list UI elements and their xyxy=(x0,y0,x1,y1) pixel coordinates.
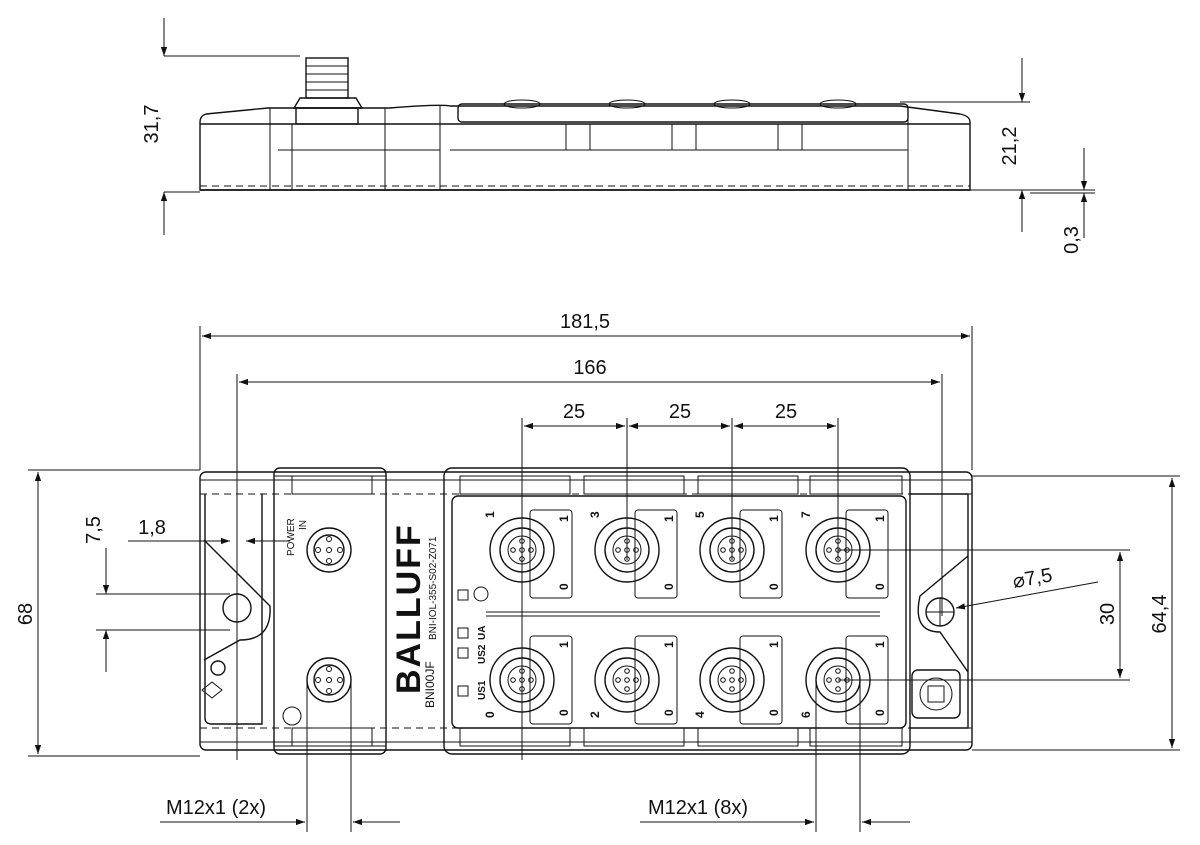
dim-body-height: 21,2 xyxy=(999,127,1021,166)
port-number-2: 2 xyxy=(588,711,602,718)
port-connectors-top xyxy=(489,509,889,599)
led-ua xyxy=(457,627,469,639)
dim-hole-offset: 7,5 xyxy=(83,516,105,544)
thread-label-ports: M12x1 (8x) xyxy=(648,797,748,819)
led-us1-label: US1 xyxy=(477,680,488,700)
dim-overall-height: 31,7 xyxy=(141,105,163,144)
port-number-4: 4 xyxy=(693,711,707,718)
pin-label: 0 xyxy=(557,709,571,716)
port-number-3: 3 xyxy=(588,511,602,518)
pin-label: 1 xyxy=(767,641,781,648)
pin-label: 0 xyxy=(767,583,781,590)
port-number-6: 6 xyxy=(799,711,813,718)
pin-label: 0 xyxy=(557,583,571,590)
power-label-line1: POWER xyxy=(286,518,297,556)
dim-edge-offset: 1,8 xyxy=(138,517,166,539)
port-4 xyxy=(699,635,783,725)
led-top xyxy=(457,589,469,601)
dim-hole-diameter: ⌀7,5 xyxy=(1011,564,1054,593)
pin-label: 1 xyxy=(873,515,887,522)
dim-mounting-distance: 166 xyxy=(573,357,606,379)
side-view: 31,7 21,2 0,3 xyxy=(141,18,1095,254)
ground-symbol-ports xyxy=(473,586,489,602)
pin-label: 1 xyxy=(662,515,676,522)
ground-symbol-left xyxy=(282,706,302,726)
dim-pitch-1: 25 xyxy=(563,401,585,423)
model-label: BNI00JF xyxy=(423,661,437,708)
port-section: UA US2 US1 xyxy=(443,467,911,755)
right-mounting-ear xyxy=(910,493,969,729)
pin-label: 1 xyxy=(767,515,781,522)
led-ua-label: UA xyxy=(477,626,488,640)
dim-pitch-3: 25 xyxy=(775,401,797,423)
port-number-7: 7 xyxy=(799,511,813,518)
rotary-switch xyxy=(911,669,961,719)
port-2 xyxy=(594,635,678,725)
part-number-label: BNI-IOL-355-S02-Z071 xyxy=(428,536,439,640)
dim-overall-length: 181,5 xyxy=(560,311,610,333)
top-view: POWER IN xyxy=(15,311,1180,832)
pin-label: 1 xyxy=(873,641,887,648)
dim-offset: 0,3 xyxy=(1061,226,1083,254)
pin-label: 0 xyxy=(873,709,887,716)
power-in-connector xyxy=(306,527,352,573)
top-body-outline xyxy=(199,471,973,751)
led-us2 xyxy=(457,647,469,659)
port-number-0: 0 xyxy=(483,711,497,718)
side-body-outline xyxy=(199,104,971,191)
dim-pitch-2: 25 xyxy=(669,401,691,423)
pin-label: 0 xyxy=(767,709,781,716)
pin-label: 0 xyxy=(662,583,676,590)
led-us1 xyxy=(457,685,469,697)
pin-label: 1 xyxy=(557,641,571,648)
pin-label: 1 xyxy=(557,515,571,522)
pin-label: 0 xyxy=(662,709,676,716)
port-connectors-bottom xyxy=(489,635,889,725)
port-number-5: 5 xyxy=(693,511,707,518)
power-label-line2: IN xyxy=(298,520,309,530)
power-section: POWER IN xyxy=(273,467,387,755)
dim-body-width: 64,4 xyxy=(1149,595,1171,634)
side-port-connectors xyxy=(457,99,909,151)
left-mounting-ear xyxy=(201,494,271,725)
pin-label: 0 xyxy=(873,583,887,590)
pin-label: 1 xyxy=(662,641,676,648)
dim-row-distance: 30 xyxy=(1097,603,1119,625)
power-out-connector xyxy=(306,657,352,703)
dim-overall-width: 68 xyxy=(15,603,37,625)
brand-logo: BALLUFF xyxy=(390,523,428,694)
thread-label-power: M12x1 (2x) xyxy=(166,797,266,819)
port-number-1: 1 xyxy=(483,511,497,518)
side-power-connector xyxy=(291,57,386,190)
led-us2-label: US2 xyxy=(477,644,488,664)
